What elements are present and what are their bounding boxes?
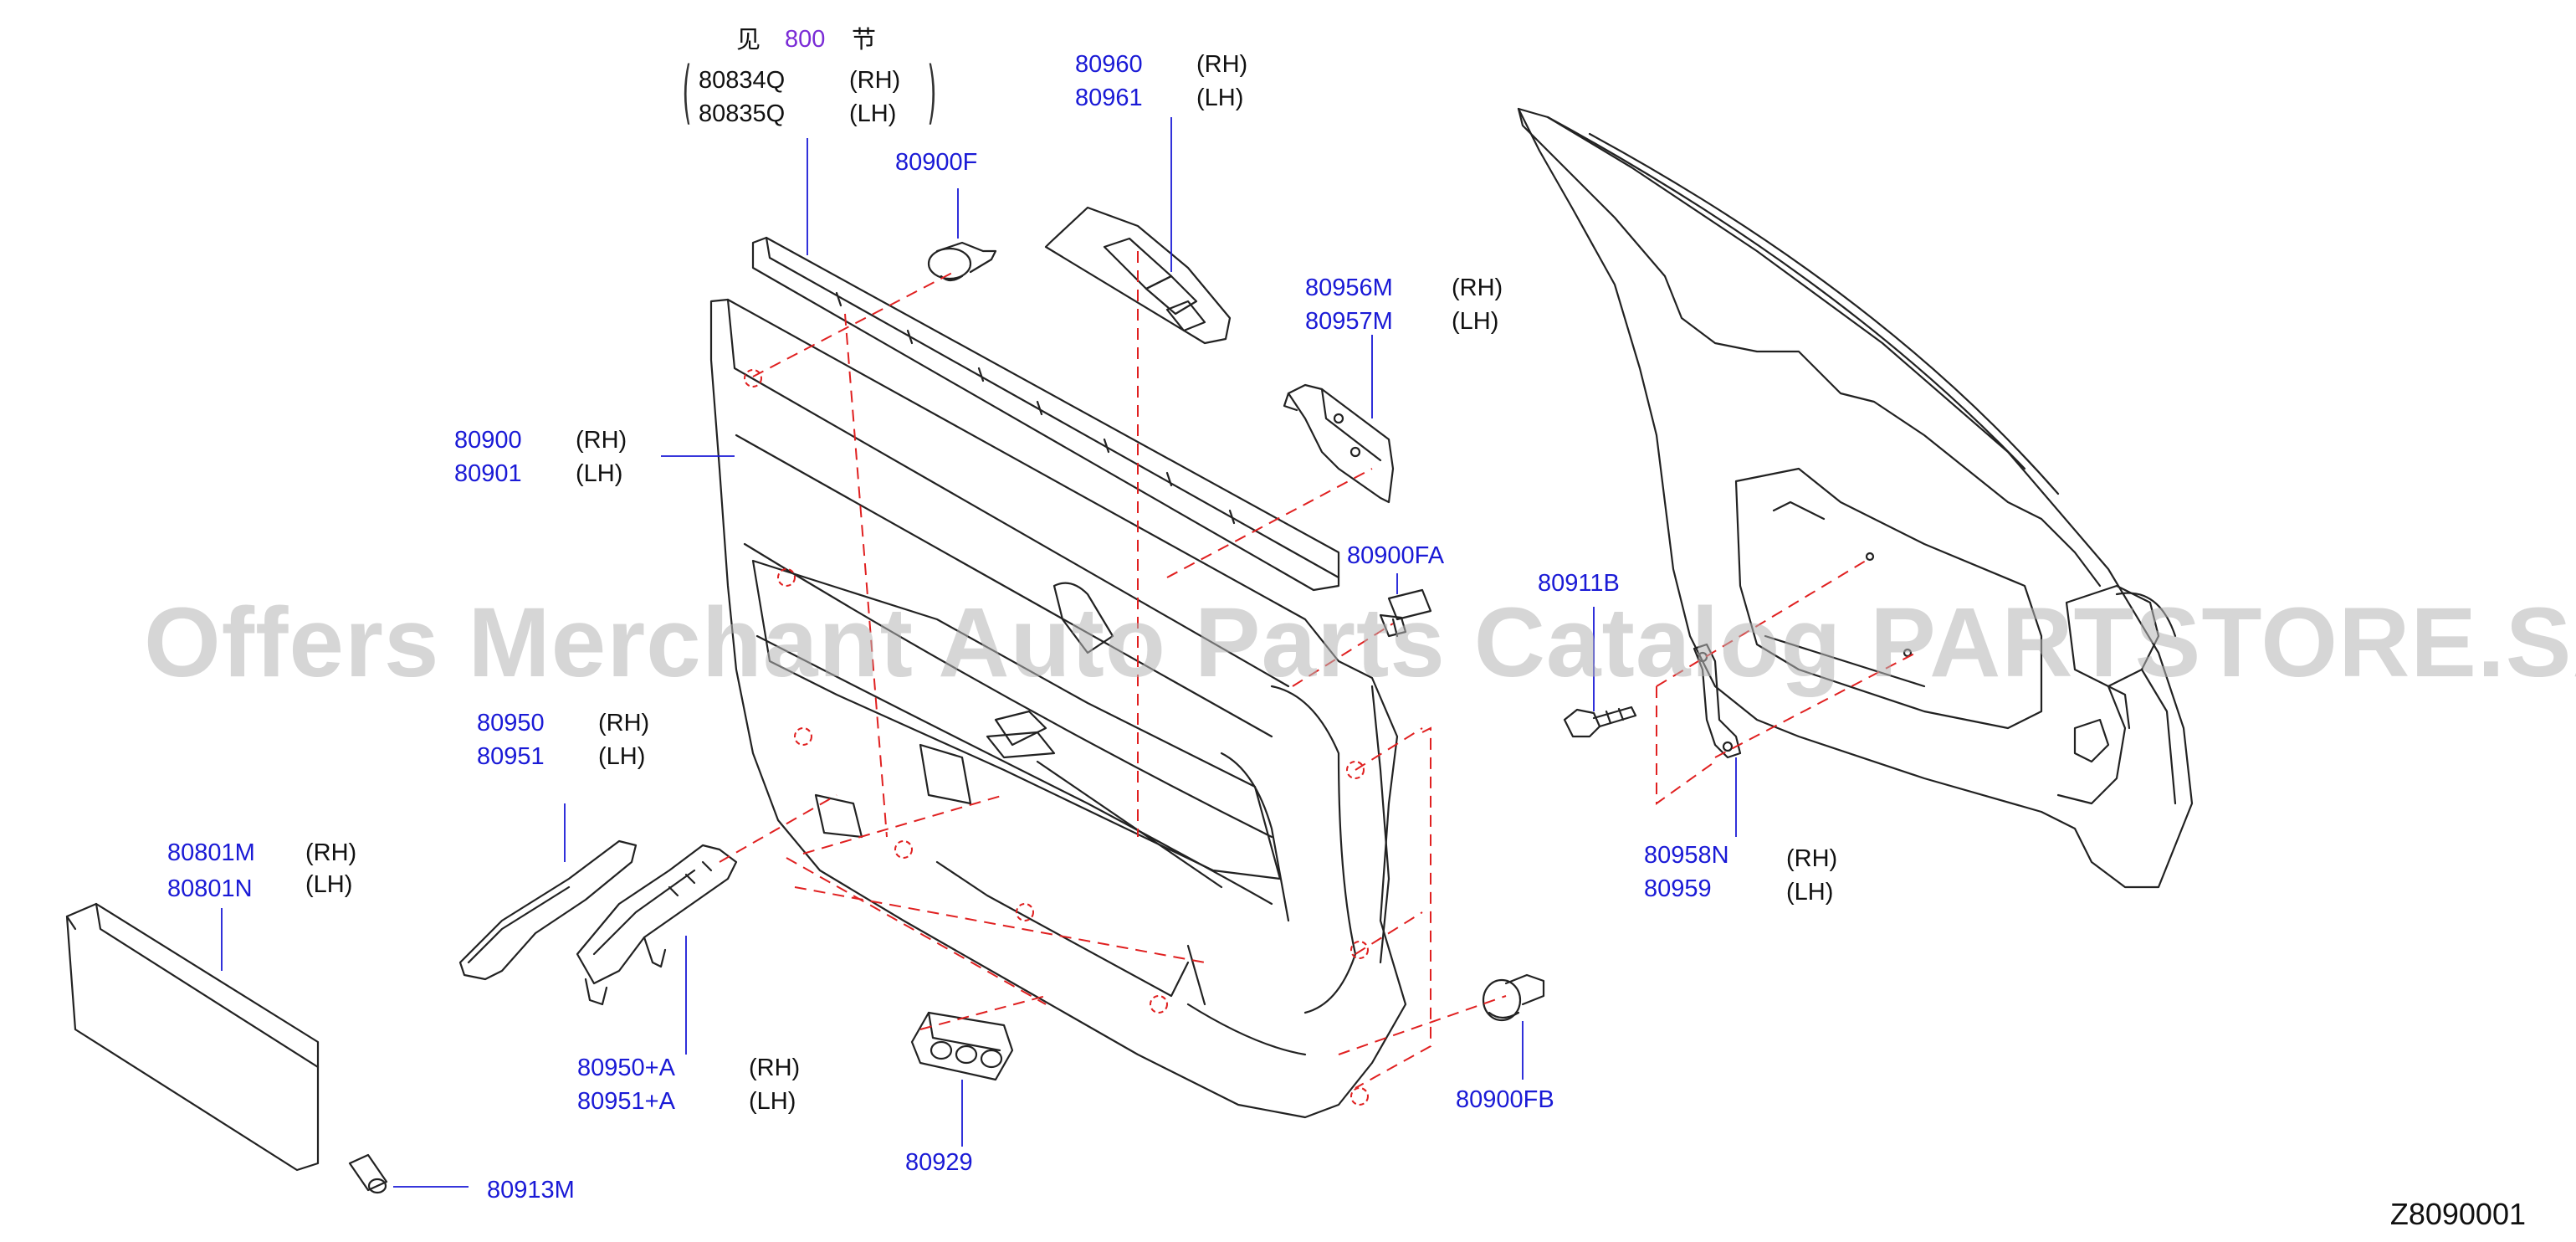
bracket-open: ( <box>682 53 692 132</box>
trim-clip-fb <box>1482 973 1545 1022</box>
pull-handle-rh-number[interactable]: 80950 <box>477 710 545 736</box>
trim-clip-fa <box>1379 588 1432 638</box>
switch-finisher-rh-tag: (RH) <box>1196 51 1248 78</box>
bracket-m-lh-number[interactable]: 80957M <box>1305 308 1393 335</box>
bracket-n-lh-number[interactable]: 80959 <box>1644 875 1712 902</box>
switch-bezel-number[interactable]: 80929 <box>905 1149 973 1176</box>
leader-lines <box>221 117 1737 1188</box>
pull-handle-lh-tag: (LH) <box>598 743 646 770</box>
clip-f-number[interactable]: 80900F <box>895 149 978 176</box>
trim-finisher-lh-number[interactable]: 80835Q <box>699 100 786 127</box>
pull-handle-finisher <box>458 839 638 981</box>
attachment-markers <box>744 369 1369 1106</box>
pull-handle-lh-number[interactable]: 80951 <box>477 743 545 770</box>
door-trim-panel <box>709 298 1407 1119</box>
trim-finisher-rh-tag: (RH) <box>849 67 901 94</box>
plug-m-number[interactable]: 80913M <box>487 1177 575 1204</box>
bracket-close: ) <box>927 53 937 132</box>
see-section-link[interactable]: 800 <box>785 26 826 53</box>
see-section-prefix: 见 <box>736 25 761 54</box>
armrest-pad-rh-number[interactable]: 80801M <box>167 839 255 866</box>
armrest-pad-rh-tag: (RH) <box>305 839 357 866</box>
grip-bracket-lh-number[interactable]: 80951+A <box>577 1088 675 1115</box>
switch-bezel <box>910 1011 1014 1081</box>
door-trim-rh-number[interactable]: 80900 <box>454 427 522 454</box>
pull-handle-rh-tag: (RH) <box>598 710 650 736</box>
armrest-pad-lh-tag: (LH) <box>305 871 353 898</box>
grip-bracket-rh-tag: (RH) <box>749 1055 801 1081</box>
trim-finisher-rh-number[interactable]: 80834Q <box>699 67 786 94</box>
grip-bracket <box>576 844 738 1006</box>
installation-guide-lines <box>719 251 1917 1089</box>
door-inner-shell <box>1517 107 2194 889</box>
bracket-n-rh-tag: (RH) <box>1786 845 1838 872</box>
power-window-switch-finisher <box>1044 206 1232 345</box>
trim-plug <box>348 1153 388 1194</box>
clip-fb-number[interactable]: 80900FB <box>1456 1086 1554 1113</box>
bracket-m-rh-tag: (RH) <box>1452 275 1503 301</box>
grip-bracket-lh-tag: (LH) <box>749 1088 796 1115</box>
diagram-code: Z8090001 <box>2389 1197 2526 1231</box>
bracket-m-rh-number[interactable]: 80956M <box>1305 275 1393 301</box>
door-trim-rh-tag: (RH) <box>576 427 627 454</box>
bracket-n-lh-tag: (LH) <box>1786 879 1834 906</box>
door-trim-lh-tag: (LH) <box>576 460 623 487</box>
trim-screw-b <box>1563 706 1637 738</box>
door-trim-lh-number[interactable]: 80901 <box>454 460 522 487</box>
trim-finisher-lh-tag: (LH) <box>849 100 897 127</box>
armrest-pad <box>65 902 320 1172</box>
door-trim-bracket <box>1283 383 1395 504</box>
trim-clip-f <box>927 241 997 282</box>
clip-fa-number[interactable]: 80900FA <box>1347 542 1445 569</box>
grip-bracket-rh-number[interactable]: 80950+A <box>577 1055 675 1081</box>
bracket-n-rh-number[interactable]: 80958N <box>1644 842 1729 869</box>
armrest-pad-lh-number[interactable]: 80801N <box>167 875 253 902</box>
bracket-m-lh-tag: (LH) <box>1452 308 1499 335</box>
screw-b-number[interactable]: 80911B <box>1538 570 1620 597</box>
door-trim-finisher-strip <box>751 236 1340 592</box>
switch-finisher-lh-tag: (LH) <box>1196 85 1244 111</box>
switch-finisher-rh-number[interactable]: 80960 <box>1075 51 1143 78</box>
watermark-text: Offers Merchant Auto Parts Catalog PARTS… <box>144 588 2576 698</box>
see-section-suffix: 节 <box>852 25 877 54</box>
switch-finisher-lh-number[interactable]: 80961 <box>1075 85 1143 111</box>
